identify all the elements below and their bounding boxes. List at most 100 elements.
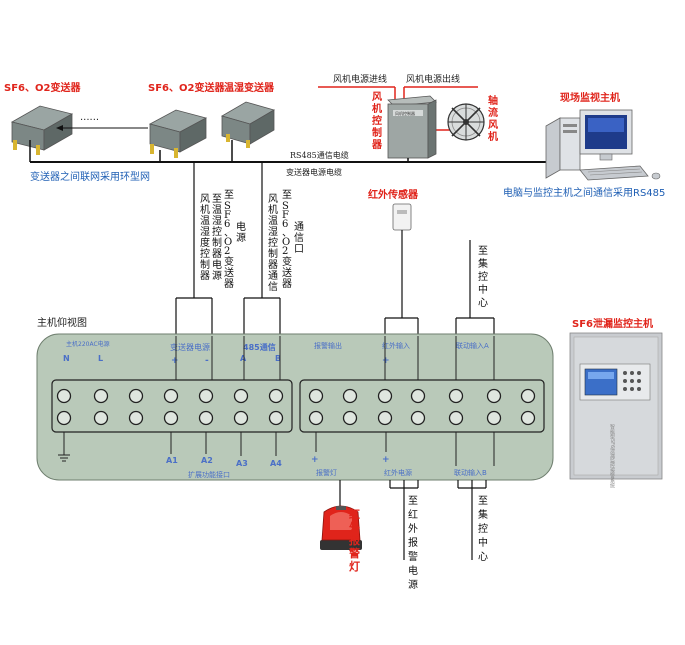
- transmitter-power-label: 变送器电源: [170, 342, 210, 352]
- vertical-char: 温: [268, 215, 278, 227]
- vertical-char: 器: [200, 270, 210, 282]
- terminal-screw: [233, 410, 249, 426]
- vertical-char: 至: [408, 495, 418, 507]
- transmitter-3-icon: [220, 101, 276, 148]
- alarm-lamp-icon: [320, 505, 362, 550]
- vertical-char: 控: [200, 247, 210, 260]
- terminal-screw: [520, 410, 536, 426]
- vertical-char: 风: [200, 193, 210, 205]
- sf6-comm-vertical-2: 通信口: [294, 221, 304, 255]
- vertical-char: 至: [212, 193, 222, 205]
- wind-ctrl-power-vertical: 风机温湿度控制器: [200, 193, 210, 282]
- terminal-screw: [268, 388, 284, 404]
- vertical-char: 至: [478, 495, 488, 507]
- vertical-char: 报: [408, 536, 418, 549]
- vertical-char: 、: [224, 228, 234, 239]
- vertical-char: 控: [212, 225, 222, 238]
- vertical-char: 口: [294, 244, 304, 255]
- vertical-char: 送: [224, 266, 234, 279]
- terminal-screw: [93, 388, 109, 404]
- vertical-char: 控: [478, 270, 488, 283]
- vertical-char: 控: [478, 522, 488, 535]
- ir-input-plus-label: +: [382, 356, 390, 366]
- vertical-char: 器: [212, 248, 222, 260]
- terminal-screw: [198, 388, 214, 404]
- vertical-char: F: [224, 210, 231, 221]
- vertical-char: 红: [408, 508, 418, 521]
- ir-power-plus-label: +: [382, 455, 390, 465]
- monitor-host-title: 现场监视主机: [560, 91, 620, 104]
- terminal-screw: [163, 388, 179, 404]
- terminal-screw: [268, 410, 284, 426]
- vertical-char: 器: [268, 259, 278, 271]
- vertical-char: 器: [224, 278, 234, 290]
- vertical-char: 至: [224, 189, 234, 201]
- vertical-char: 集: [478, 508, 488, 521]
- transmitter-label-2: SF6、O2变送器: [148, 81, 225, 94]
- terminal-screw: [198, 410, 214, 426]
- terminal-screw: [308, 410, 324, 426]
- vertical-char: 源: [212, 269, 222, 282]
- fan-controller-char: 风: [372, 91, 382, 103]
- vertical-char: 心: [478, 551, 488, 563]
- terminal-screw: [342, 410, 358, 426]
- axial-fan-char: 风: [488, 119, 498, 131]
- rs485-cable-label: RS485通信电缆: [290, 150, 349, 160]
- vertical-char: 6: [224, 219, 230, 230]
- vertical-char: 度: [200, 236, 210, 249]
- vertical-char: 中: [478, 283, 488, 296]
- terminal-block-right: [299, 379, 545, 433]
- terminals-right: [308, 388, 536, 426]
- fan-controller-char: 制: [372, 126, 382, 139]
- infrared-sensor-group: 红外传感器: [368, 188, 419, 318]
- transmitter-label-3: 温湿变送器: [224, 81, 275, 94]
- vertical-char: 机: [268, 203, 278, 216]
- vertical-char: 温: [200, 215, 210, 227]
- terminal-screw: [128, 410, 144, 426]
- vertical-char: 源: [408, 578, 418, 591]
- vertical-char: 制: [212, 236, 222, 249]
- main-unit-vertical-text: 智能型SF6泄漏监控报警系统: [609, 423, 615, 489]
- alarm-lamp-port-label: 报警灯: [316, 468, 337, 477]
- vertical-char: 电: [236, 220, 246, 233]
- vertical-char: 送: [282, 266, 292, 279]
- terminal-screw: [448, 388, 464, 404]
- link-input-b-label: 联动输入B: [454, 468, 487, 477]
- ir-power-label: 红外电源: [384, 468, 412, 477]
- vertical-char: 至: [282, 189, 292, 201]
- vertical-char: 2: [224, 246, 230, 257]
- power-cable-label: 变送器电源电缆: [286, 167, 342, 177]
- infrared-sensor-icon: [392, 203, 412, 231]
- terminal-screw: [56, 410, 72, 426]
- vertical-char: 源: [236, 231, 246, 244]
- vertical-char: 电: [408, 564, 418, 577]
- infrared-sensor-label: 红外传感器: [368, 188, 419, 201]
- ring-network-note: 变送器之间联网采用环型网: [30, 170, 150, 183]
- main-unit-title: SF6泄漏监控主机: [572, 317, 653, 330]
- vertical-char: 制: [200, 258, 210, 271]
- transmitters-group: SF6、O2变送器 SF6、O2变送器 温湿变送器 ......: [4, 81, 276, 158]
- transmitter-minus-label: -: [205, 356, 209, 366]
- fan-controller-group: 风机电源进线 风机电源出线 风机控制器 风 机 控 制 器 轴 流 风 机: [318, 73, 501, 162]
- fan-controller-label: 风 机 控 制 器: [371, 91, 385, 151]
- panel-title: 主机仰视图: [37, 316, 87, 329]
- vertical-char: 湿: [268, 226, 278, 238]
- vertical-char: S: [282, 201, 289, 212]
- alarm-lamp-char: 外: [348, 520, 360, 534]
- fan-power-in-label: 风机电源进线: [333, 73, 387, 85]
- terminal-screw: [377, 388, 393, 404]
- alarm-output-label: 报警输出: [314, 341, 342, 350]
- axial-fan-label: 轴 流 风 机: [488, 94, 501, 143]
- vertical-char: 至: [478, 245, 488, 257]
- terminal-n-label: N: [63, 354, 70, 363]
- transmitter-2-icon: [148, 109, 208, 158]
- vertical-char: O: [282, 237, 290, 248]
- terminal-screw: [486, 410, 502, 426]
- terminal-screw: [233, 388, 249, 404]
- to-center-top-vertical: 至集控中心: [478, 245, 488, 309]
- vertical-char: S: [224, 201, 231, 212]
- terminal-screw: [377, 410, 393, 426]
- axial-fan-char: 机: [488, 130, 498, 143]
